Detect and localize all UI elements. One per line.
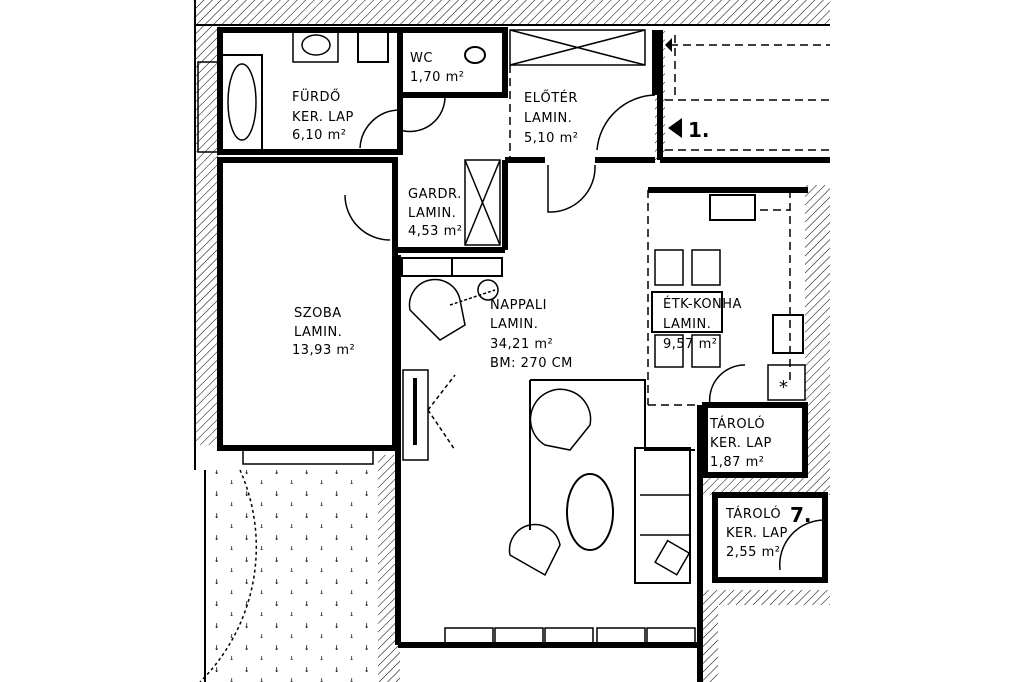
room-name: WC <box>410 51 433 66</box>
room-area: 2,55 m² <box>726 545 780 560</box>
stair-arrow-icon <box>665 38 672 52</box>
asterisk-icon: * <box>778 377 789 398</box>
room-name: SZOBA <box>294 306 342 321</box>
room-name: ÉTK-KONHA <box>663 296 742 312</box>
kitchen-sink <box>709 194 756 221</box>
room-floor: KER. LAP <box>292 110 354 125</box>
room-name: TÁROLÓ <box>709 416 765 432</box>
room-name: FÜRDŐ <box>292 88 341 105</box>
room-area: 6,10 m² <box>292 128 346 143</box>
room-name: GARDR. <box>408 187 462 202</box>
room-labels: FÜRDŐ KER. LAP 6,10 m² WC 1,70 m² ELŐTÉR… <box>292 51 812 560</box>
room-floor: LAMIN. <box>408 206 456 221</box>
furniture: * <box>197 29 830 645</box>
room-area: 1,70 m² <box>410 70 464 85</box>
room-name: TÁROLÓ <box>725 506 781 522</box>
room-floor: LAMIN. <box>524 111 572 126</box>
room-name: ELŐTÉR <box>524 90 578 106</box>
room-floor: KER. LAP <box>710 436 772 451</box>
windows <box>197 61 696 645</box>
doors <box>344 94 826 571</box>
armchair <box>408 278 466 341</box>
fridge <box>767 364 806 401</box>
room-area: 4,53 m² <box>408 224 462 239</box>
stairs <box>665 35 830 138</box>
tv-unit <box>402 369 429 461</box>
terrace <box>199 469 378 682</box>
toilet <box>464 46 486 64</box>
dining-table <box>651 291 723 333</box>
wardrobe <box>509 29 646 66</box>
washing-machine <box>357 29 389 63</box>
entrance-marker: 1. <box>688 118 710 142</box>
zone-lines <box>509 65 830 406</box>
room-area: 1,87 m² <box>710 455 764 470</box>
bathtub <box>221 54 263 151</box>
room-floor: KER. LAP <box>726 526 788 541</box>
stove <box>772 314 804 354</box>
room-floor: LAMIN. <box>663 317 711 332</box>
room-area: 5,10 m² <box>524 131 578 146</box>
unit-number: 7. <box>790 503 812 527</box>
room-floor: LAMIN. <box>490 317 538 332</box>
room-floor: LAMIN. <box>294 325 342 340</box>
sink <box>292 29 339 63</box>
room-height: BM: 270 CM <box>490 356 573 371</box>
room-area: 9,57 m² <box>663 337 717 352</box>
armchair <box>529 388 592 451</box>
armchair <box>508 523 561 577</box>
closet <box>464 159 501 246</box>
entrance-arrow-icon <box>668 118 682 138</box>
room-area: 34,21 m² <box>490 337 553 352</box>
sofa <box>634 447 691 584</box>
coffee-table <box>566 473 614 551</box>
room-name: NAPPALI <box>490 298 547 313</box>
room-area: 13,93 m² <box>292 343 355 358</box>
exterior-walls <box>194 0 830 682</box>
